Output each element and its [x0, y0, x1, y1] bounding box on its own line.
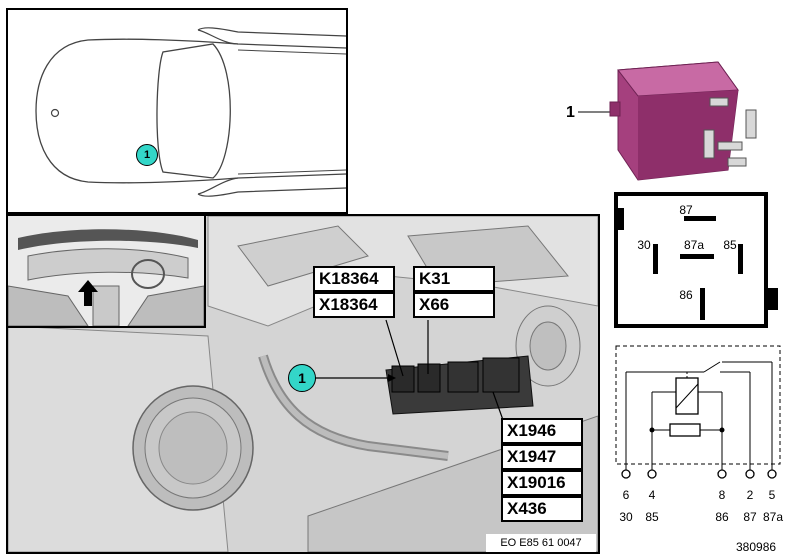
interior-illustration	[8, 216, 205, 327]
schematic-pin-number: 2	[746, 488, 754, 502]
location-arrow-icon	[78, 280, 98, 306]
location-marker-number: 1	[143, 149, 151, 161]
pin-86-bar	[700, 288, 705, 320]
pin-87-bar	[684, 216, 716, 221]
photo-reference: EO E85 61 0047	[486, 534, 596, 552]
photo-marker-number: 1	[298, 370, 306, 386]
connector-label-x66: X66	[413, 292, 495, 318]
photo-illustration	[8, 216, 598, 552]
schematic-pin-number: 5	[768, 488, 776, 502]
schematic-terminal-label: 30	[619, 510, 633, 524]
connector-label-x18364: X18364	[313, 292, 395, 318]
connector-label-x1946: X1946	[501, 418, 583, 444]
schematic-terminal-label: 85	[645, 510, 659, 524]
schematic-pin-number: 6	[622, 488, 630, 502]
relay-schematic	[615, 345, 781, 479]
connector-label-k31: K31	[413, 266, 495, 292]
relay-image	[578, 61, 757, 181]
pinout-label-30: 30	[637, 238, 651, 252]
relay-pinout	[614, 192, 778, 328]
connector-label-x19016: X19016	[501, 470, 583, 496]
schematic-terminal-label: 86	[715, 510, 729, 524]
schematic-pin-number: 4	[648, 488, 656, 502]
connector-label-x1947: X1947	[501, 444, 583, 470]
pinout-label-85: 85	[723, 238, 737, 252]
pin-87a-bar	[680, 254, 714, 259]
relay-part-number: 1	[566, 104, 575, 121]
connector-label-k18364: K18364	[313, 266, 395, 292]
car-overview-panel: 1	[6, 8, 348, 214]
schematic-terminal-label: 87	[743, 510, 757, 524]
installation-photo: 1 K18364 X18364 K31 X66 X1946 X1947 X190…	[6, 214, 600, 554]
car-outline	[35, 27, 347, 197]
schematic-pin-number: 8	[718, 488, 726, 502]
interior-inset	[8, 216, 206, 328]
photo-location-marker: 1	[288, 364, 316, 392]
pinout-label-87a: 87a	[683, 238, 705, 252]
pinout-label-86: 86	[679, 288, 693, 302]
document-number: 380986	[736, 540, 777, 554]
location-marker: 1	[136, 144, 158, 166]
connector-label-x436: X436	[501, 496, 583, 522]
pin-85-bar	[738, 244, 743, 274]
pin-30-bar	[653, 244, 658, 274]
pinout-label-87: 87	[679, 203, 693, 217]
schematic-terminal-label: 87a	[762, 510, 784, 524]
